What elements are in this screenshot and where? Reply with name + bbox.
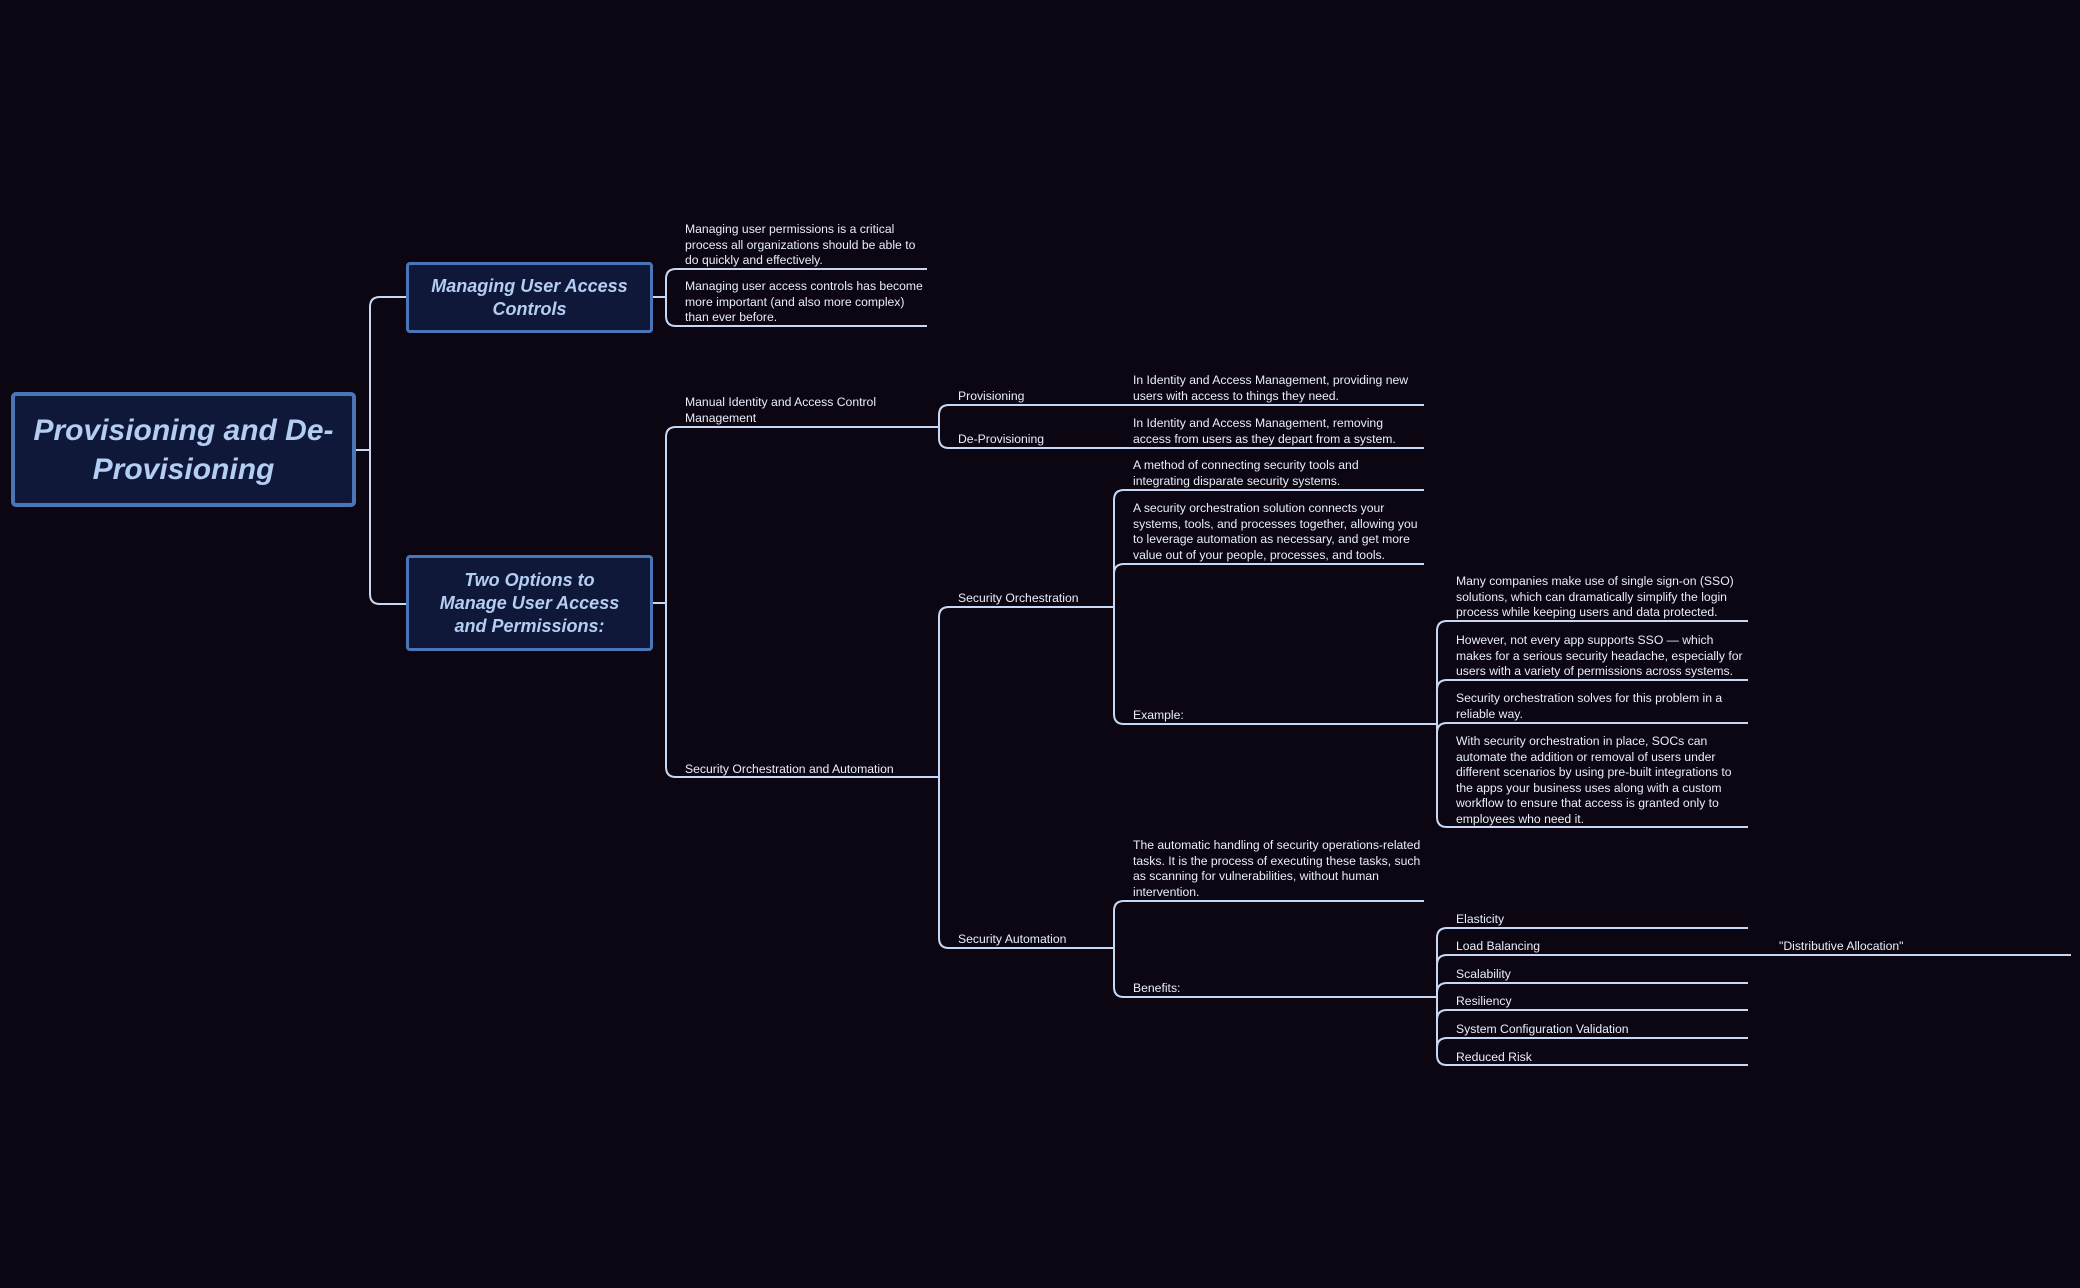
topic-managing-user-access-controls[interactable]: Managing User Access Controls: [406, 262, 653, 333]
security-orchestration-topic[interactable]: Security Orchestration: [958, 591, 1079, 605]
connector-benefit-5: [1436, 1037, 1448, 1049]
benefit-reduced-risk[interactable]: Reduced Risk: [1456, 1050, 1532, 1064]
automation-definition[interactable]: The automatic handling of security opera…: [1133, 838, 1421, 899]
connector-manual-children: [938, 404, 950, 449]
benefit-resiliency[interactable]: Resiliency: [1456, 994, 1512, 1008]
benefit-system-configuration-validation[interactable]: System Configuration Validation: [1456, 1022, 1629, 1036]
deprovisioning-topic[interactable]: De-Provisioning: [958, 432, 1045, 446]
example-item-1[interactable]: Many companies make use of single sign-o…: [1456, 574, 1734, 619]
connector-example-2: [1436, 679, 1448, 691]
load-balancing-note[interactable]: "Distributive Allocation": [1779, 939, 1904, 953]
topic-options-title: Two Options to Manage User Access and Pe…: [439, 569, 620, 636]
benefit-scalability[interactable]: Scalability: [1456, 967, 1511, 981]
connector-benefit-2: [1436, 954, 1448, 966]
connector-soa-children: [938, 606, 950, 949]
benefits-topic[interactable]: Benefits:: [1133, 981, 1181, 995]
root-topic-title: Provisioning and De-Provisioning: [33, 413, 334, 486]
connector-options-children: [665, 426, 677, 778]
provisioning-topic[interactable]: Provisioning: [958, 389, 1025, 403]
connector-root-to-managing: [369, 296, 406, 605]
example-item-3[interactable]: Security orchestration solves for this p…: [1456, 691, 1723, 721]
example-topic[interactable]: Example:: [1133, 708, 1184, 722]
connector-orchestration-def2: [1113, 563, 1125, 575]
provisioning-description[interactable]: In Identity and Access Management, provi…: [1133, 373, 1409, 403]
connector-benefit-4: [1436, 1009, 1448, 1021]
security-automation-topic[interactable]: Security Automation: [958, 932, 1067, 946]
example-item-4[interactable]: With security orchestration in place, SO…: [1456, 734, 1732, 826]
benefit-load-balancing[interactable]: Load Balancing: [1456, 939, 1541, 953]
connector-orchestration-children: [1113, 489, 1125, 725]
deprovisioning-description[interactable]: In Identity and Access Management, remov…: [1133, 416, 1396, 446]
orchestration-definition-2[interactable]: A security orchestration solution connec…: [1133, 501, 1418, 562]
managing-note-2[interactable]: Managing user access controls has become…: [685, 279, 923, 324]
orchestration-definition-1[interactable]: A method of connecting security tools an…: [1133, 458, 1359, 488]
example-item-2[interactable]: However, not every app supports SSO — wh…: [1456, 633, 1743, 678]
connector-benefits-children: [1436, 927, 1448, 1066]
topic-managing-title: Managing User Access Controls: [431, 275, 628, 319]
managing-note-1[interactable]: Managing user permissions is a critical …: [685, 222, 916, 267]
topic-two-options[interactable]: Two Options to Manage User Access and Pe…: [406, 555, 653, 651]
manual-iam-topic[interactable]: Manual Identity and Access Control Manag…: [685, 395, 877, 425]
connector-managing-notes: [665, 268, 677, 327]
connector-example-children: [1436, 620, 1448, 828]
root-topic[interactable]: Provisioning and De-Provisioning: [11, 392, 356, 507]
connector-benefit-3: [1436, 982, 1448, 994]
security-orchestration-automation-topic[interactable]: Security Orchestration and Automation: [685, 762, 894, 776]
connector-automation-children: [1113, 900, 1125, 998]
connector-example-3: [1436, 722, 1448, 734]
benefit-elasticity[interactable]: Elasticity: [1456, 912, 1505, 926]
